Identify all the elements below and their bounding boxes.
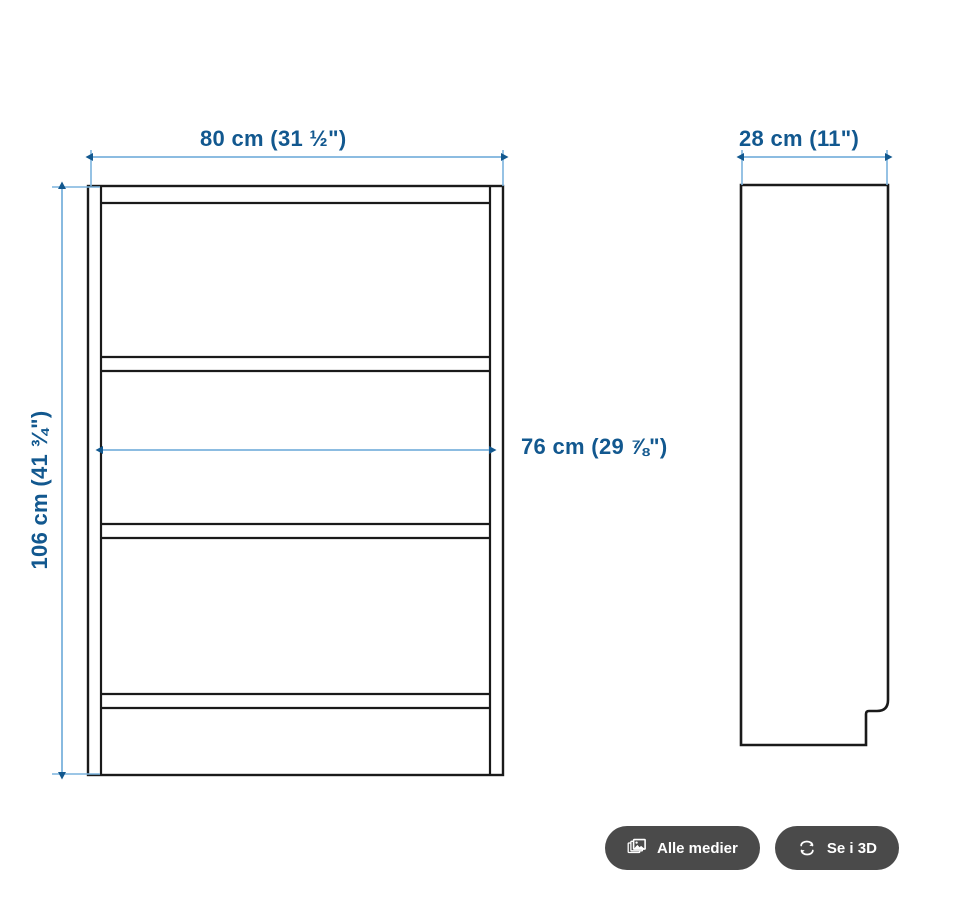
- view-3d-button[interactable]: Se i 3D: [774, 826, 899, 870]
- height-dimension: [52, 181, 100, 780]
- photo-gallery-icon: [627, 838, 647, 858]
- side-view-bookcase: [739, 183, 890, 747]
- shelf-2: [101, 522, 490, 540]
- width-dimension-label: 80 cm (31 ½"): [200, 126, 347, 151]
- rotate-3d-icon: [797, 838, 817, 858]
- depth-dimension: [736, 150, 893, 185]
- view-3d-button-label: Se i 3D: [826, 839, 877, 857]
- height-dimension-label: 106 cm (41 ¾"): [27, 410, 52, 570]
- inner-width-dimension-label: 76 cm (29 ⅞"): [521, 434, 668, 459]
- front-carcass-outline: [86, 184, 505, 777]
- media-actions-bar: Alle medier Se i 3D: [605, 826, 899, 870]
- width-dimension: [85, 150, 509, 186]
- shelf-3: [101, 692, 490, 710]
- shelf-1: [101, 355, 490, 373]
- side-profile-outline: [739, 183, 890, 747]
- depth-dimension-label: 28 cm (11"): [739, 126, 860, 151]
- all-media-button[interactable]: Alle medier: [605, 826, 760, 870]
- front-view-bookcase: [86, 184, 505, 777]
- all-media-button-label: Alle medier: [657, 839, 738, 857]
